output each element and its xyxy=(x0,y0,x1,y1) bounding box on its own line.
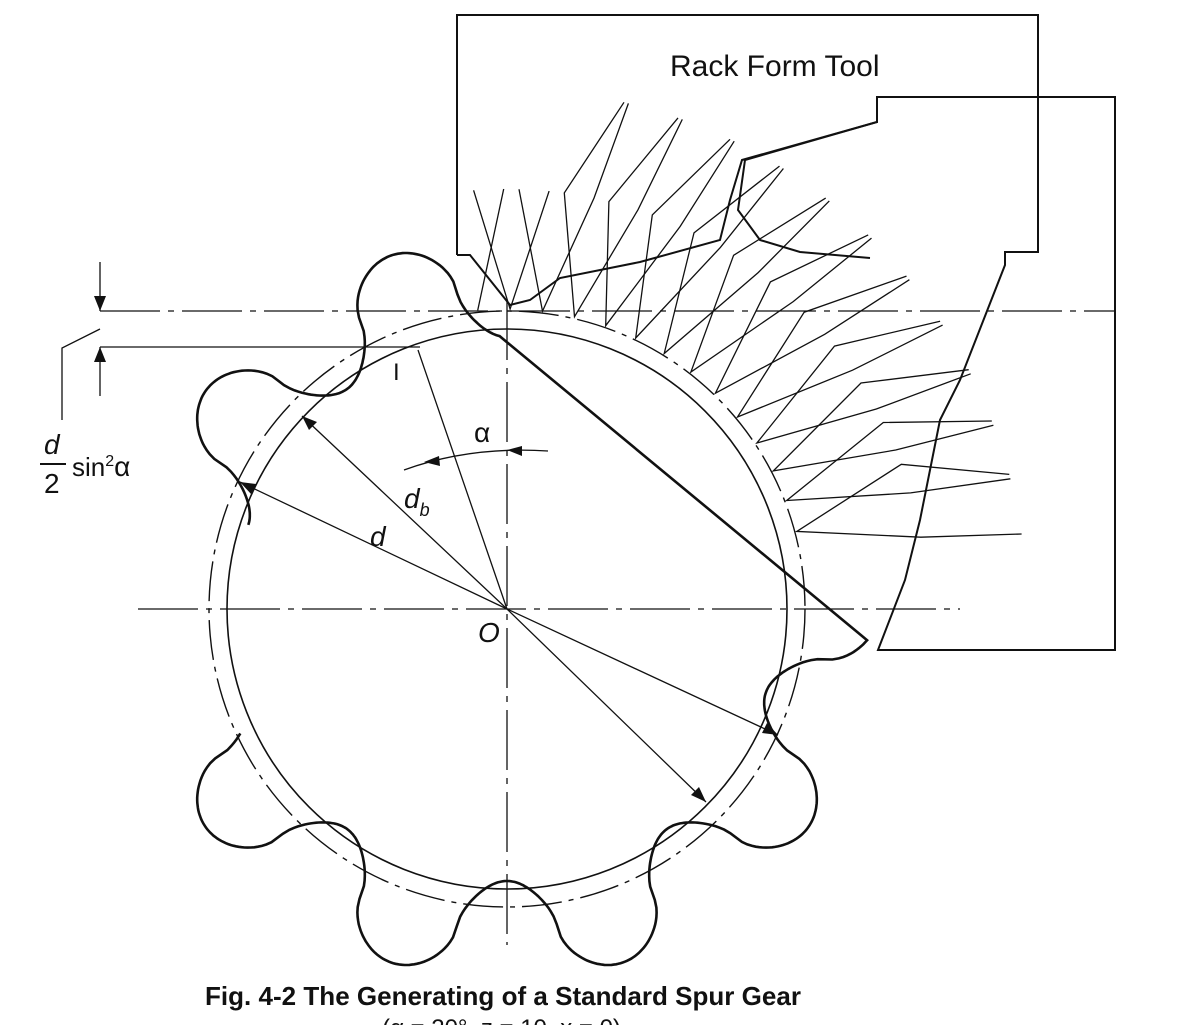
tool-position-line xyxy=(518,103,630,314)
figure-caption: Fig. 4-2 The Generating of a Standard Sp… xyxy=(205,981,801,1011)
tool-position-line xyxy=(771,369,994,472)
offset-sin: sin2α xyxy=(72,451,130,482)
tool-position-line xyxy=(604,117,735,328)
tool-position-line xyxy=(563,101,683,319)
label-contact-mark: I xyxy=(393,359,400,386)
offset-numerator: d xyxy=(44,429,61,460)
diameter-d-line xyxy=(506,608,779,736)
radius-d-arrowhead xyxy=(240,482,256,494)
tool-position-line xyxy=(477,188,505,311)
tool-position-line xyxy=(755,320,971,445)
tool-position-line xyxy=(735,275,943,419)
rack-tool-outline xyxy=(456,14,1116,651)
dim-arrowhead-top xyxy=(94,296,106,311)
rack-tool-label: Rack Form Tool xyxy=(670,50,880,83)
radius-db-line xyxy=(301,415,508,610)
pressure-angle-arc xyxy=(403,449,549,471)
alpha-arrowhead-right xyxy=(507,446,522,456)
label-db: db xyxy=(404,483,430,520)
pitch-circle xyxy=(208,310,806,908)
tool-position-line xyxy=(663,165,830,356)
tool-position-line xyxy=(472,190,550,312)
gear-tooth-profile xyxy=(195,251,869,967)
diameter-db-arrowhead xyxy=(691,787,706,802)
diameter-d-arrowhead xyxy=(762,723,778,735)
tool-position-line xyxy=(784,420,1011,502)
tool-position-line xyxy=(713,234,910,395)
tool-position-fan xyxy=(472,101,1022,538)
line-of-action xyxy=(417,349,508,610)
figure-caption-sub: (α = 20°, z = 10, x = 0) xyxy=(382,1015,621,1025)
base-circle xyxy=(226,328,788,890)
offset-denominator: 2 xyxy=(44,468,60,499)
label-d: d xyxy=(370,521,387,552)
rack-tool-inner-edge xyxy=(736,97,878,259)
alpha-arrowhead-left xyxy=(424,456,440,466)
dim-arrowhead-bottom xyxy=(94,347,106,362)
radius-d-line xyxy=(239,481,508,610)
tool-position-line xyxy=(794,463,1022,538)
label-alpha: α xyxy=(474,417,490,448)
tool-position-line xyxy=(689,197,872,374)
radius-db-arrowhead xyxy=(302,416,317,430)
label-center-o: O xyxy=(478,617,500,648)
offset-leader xyxy=(61,328,101,420)
diameter-db-line xyxy=(506,608,707,803)
tool-position-line xyxy=(634,138,784,340)
